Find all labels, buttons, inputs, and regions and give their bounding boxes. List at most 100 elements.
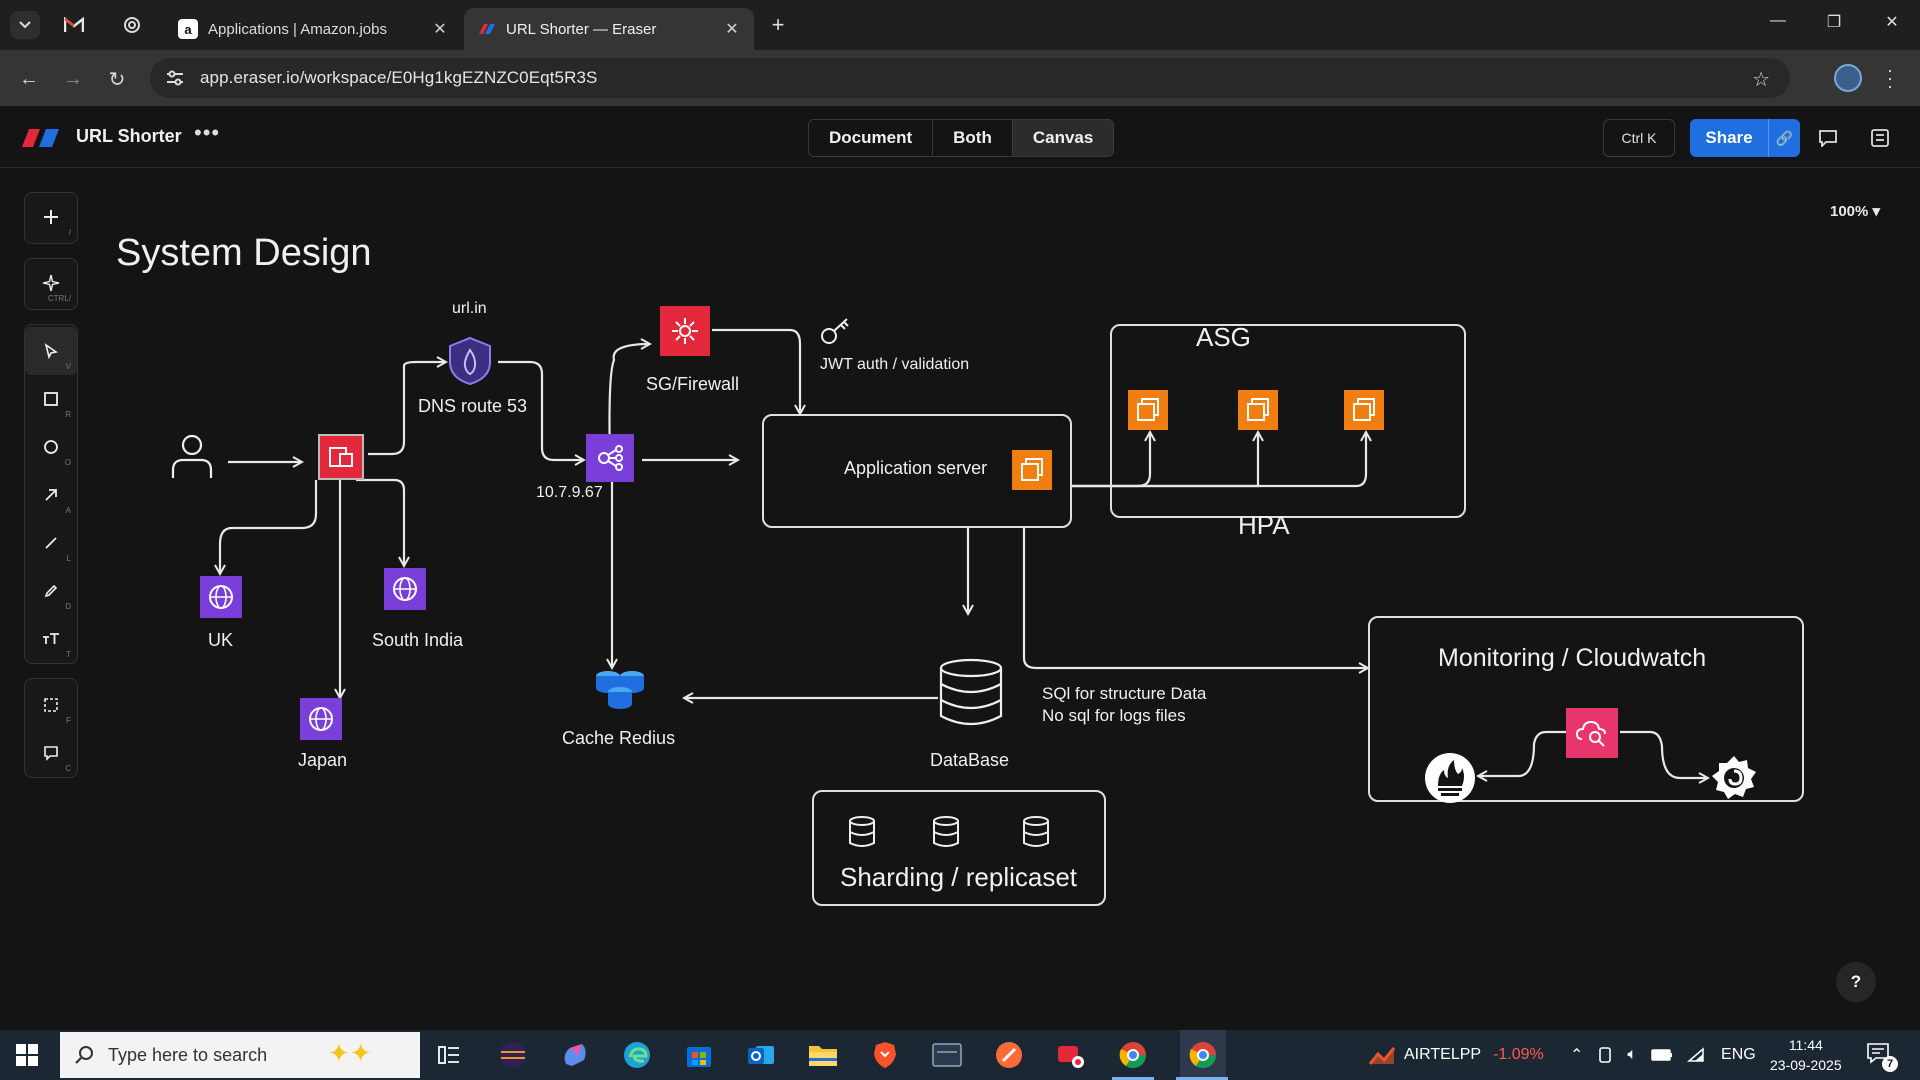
asg-instance-3[interactable] (1344, 390, 1384, 430)
cloudwatch-node[interactable] (1566, 708, 1618, 758)
command-palette-button[interactable]: Ctrl K (1603, 119, 1675, 157)
arrow-tool[interactable]: A (25, 471, 77, 519)
redis-cache-icon[interactable] (594, 668, 646, 712)
site-info-icon[interactable] (164, 67, 186, 89)
region-uk-node[interactable] (200, 576, 242, 618)
tab-url-shorter[interactable]: URL Shorter — Eraser ✕ (464, 8, 754, 50)
bookmark-star-icon[interactable]: ☆ (1752, 69, 1770, 91)
taskbar-search-box[interactable]: Type here to search ✦✦ (60, 1032, 420, 1078)
comments-icon[interactable] (1816, 126, 1840, 150)
select-tool[interactable]: V (25, 327, 77, 375)
outline-panel-icon[interactable] (1868, 126, 1892, 150)
ec2-node[interactable] (1012, 450, 1052, 490)
document-title[interactable]: URL Shorter (76, 126, 182, 146)
tab-amazon-jobs[interactable]: a Applications | Amazon.jobs ✕ (166, 8, 462, 50)
japan-label[interactable]: Japan (298, 750, 348, 770)
wifi-icon[interactable] (1687, 1047, 1707, 1063)
pinned-tab-chatgpt[interactable] (120, 13, 144, 37)
db-note-nosql[interactable]: No sql for logs files (1042, 706, 1186, 725)
system-clock[interactable]: 11:44 23-09-2025 (1770, 1035, 1842, 1075)
forward-button[interactable]: → (63, 67, 83, 90)
region-japan-node[interactable] (300, 698, 342, 740)
battery-icon[interactable] (1651, 1048, 1673, 1062)
new-tab-button[interactable]: + (771, 12, 785, 37)
db-note-sql[interactable]: SQl for structure Data (1042, 684, 1207, 703)
grafana-icon[interactable] (1708, 752, 1760, 804)
restore-button[interactable]: ❐ (1826, 14, 1842, 31)
meet-now-icon[interactable] (1597, 1046, 1613, 1064)
close-icon[interactable]: ✕ (433, 21, 447, 38)
profile-avatar[interactable] (1834, 64, 1862, 92)
add-tool[interactable]: / (25, 193, 77, 241)
help-button[interactable]: ? (1836, 962, 1876, 1002)
file-explorer-icon[interactable] (806, 1038, 840, 1072)
browser-menu-icon[interactable]: ··· (1887, 60, 1893, 96)
view-document-button[interactable]: Document (809, 120, 933, 156)
south-india-label[interactable]: South India (372, 630, 464, 650)
screen-recorder-icon[interactable] (1054, 1038, 1088, 1072)
eraser-logo-icon[interactable] (20, 128, 60, 148)
copy-link-icon[interactable]: 🔗 (1768, 119, 1800, 157)
user-icon[interactable] (170, 434, 214, 480)
jwt-label[interactable]: JWT auth / validation (820, 356, 970, 373)
prometheus-icon[interactable] (1424, 752, 1476, 804)
close-icon[interactable]: ✕ (725, 21, 739, 38)
zoom-control[interactable]: 100% ▾ (1830, 203, 1881, 220)
hpa-label[interactable]: HPA (1238, 510, 1290, 540)
speaker-icon[interactable]: 🔈︎ (1627, 1046, 1638, 1063)
reload-button[interactable]: ↻ (108, 68, 126, 91)
chrome-profile-2-icon[interactable] (1180, 1030, 1226, 1080)
pen-tool[interactable]: D (25, 567, 77, 615)
outlook-app-icon[interactable] (744, 1038, 778, 1072)
pinned-tab-gmail[interactable] (62, 13, 86, 37)
app-server-box[interactable] (762, 414, 1072, 528)
app-server-label[interactable]: Application server (844, 458, 988, 478)
frame-tool[interactable]: F (25, 681, 77, 729)
domain-label[interactable]: url.in (452, 300, 487, 317)
more-options-icon[interactable]: ••• (194, 120, 221, 145)
minimize-button[interactable]: — (1770, 12, 1786, 29)
windows-start-icon[interactable] (16, 1044, 38, 1066)
mysql-workbench-icon[interactable] (930, 1038, 964, 1072)
postman-app-icon[interactable] (992, 1038, 1026, 1072)
asg-instance-1[interactable] (1128, 390, 1168, 430)
line-tool[interactable]: L (25, 519, 77, 567)
ellipse-tool[interactable]: O (25, 423, 77, 471)
address-bar[interactable]: app.eraser.io/workspace/E0Hg1kgEZNZC0Eqt… (150, 58, 1790, 98)
text-tool[interactable]: T (25, 615, 77, 663)
share-button[interactable]: Share 🔗 (1690, 119, 1800, 157)
notification-center[interactable]: 7 (1866, 1042, 1898, 1072)
ai-tool[interactable]: CTRL/ (25, 259, 77, 307)
client-app-node[interactable] (318, 434, 364, 480)
store-app-icon[interactable] (682, 1038, 716, 1072)
database-icon[interactable] (938, 658, 1004, 728)
load-balancer-node[interactable] (586, 434, 634, 482)
task-view-icon[interactable] (432, 1038, 466, 1072)
diagram-canvas[interactable]: / CTRL/ V R O A L D (0, 168, 1920, 1030)
asg-label[interactable]: ASG (1196, 322, 1251, 352)
language-indicator[interactable]: ENG (1721, 1046, 1756, 1063)
sharding-label[interactable]: Sharding / replicaset (840, 862, 1078, 892)
monitoring-box[interactable] (1368, 616, 1804, 802)
chevron-up-icon[interactable]: ⌃ (1570, 1047, 1584, 1064)
sharding-box[interactable] (812, 790, 1106, 906)
comment-tool[interactable]: C (25, 729, 77, 777)
tab-search-button[interactable] (10, 11, 40, 39)
asg-box[interactable] (1110, 324, 1466, 518)
dns-label[interactable]: DNS route 53 (418, 396, 528, 416)
chrome-profile-1-icon[interactable] (1116, 1038, 1150, 1072)
firewall-node[interactable] (660, 306, 710, 356)
key-icon[interactable] (820, 316, 850, 346)
asg-instance-2[interactable] (1238, 390, 1278, 430)
diagram-title[interactable]: System Design (116, 232, 372, 274)
uk-label[interactable]: UK (208, 630, 234, 650)
region-south-india-node[interactable] (384, 568, 426, 610)
back-button[interactable]: ← (19, 67, 39, 90)
monitoring-label[interactable]: Monitoring / Cloudwatch (1438, 644, 1707, 672)
cache-label[interactable]: Cache Redius (562, 728, 676, 748)
copilot-app-icon[interactable] (558, 1038, 592, 1072)
rectangle-tool[interactable]: R (25, 375, 77, 423)
close-window-button[interactable]: ✕ (1885, 14, 1899, 31)
firewall-label[interactable]: SG/Firewall (646, 374, 740, 394)
edge-app-icon[interactable] (620, 1038, 654, 1072)
